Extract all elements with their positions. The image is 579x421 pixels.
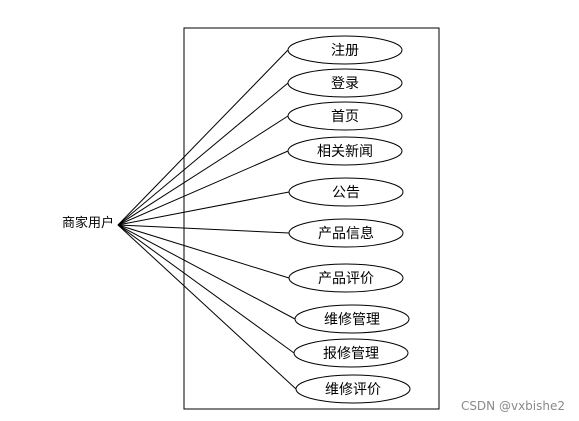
use-case-ellipse bbox=[288, 177, 404, 207]
use-case-label: 产品信息 bbox=[318, 225, 374, 242]
use-case-label: 维修管理 bbox=[324, 312, 380, 328]
association-line bbox=[117, 224, 295, 354]
use-case: 维修评价 bbox=[295, 374, 411, 404]
use-case: 产品信息 bbox=[288, 218, 404, 248]
association-line bbox=[117, 191, 290, 226]
use-case-label: 登录 bbox=[331, 76, 359, 92]
system-boundary bbox=[183, 27, 440, 410]
use-case-label: 产品评价 bbox=[318, 271, 374, 287]
watermark: CSDN @vxbishe2 bbox=[460, 399, 565, 413]
association-line bbox=[117, 224, 290, 279]
use-case: 公告 bbox=[288, 177, 404, 207]
use-case: 报修管理 bbox=[293, 338, 409, 368]
use-case: 维修管理 bbox=[294, 304, 410, 334]
association-line bbox=[117, 150, 289, 226]
actor-label: 商家用户 bbox=[62, 215, 114, 231]
use-case-ellipse bbox=[293, 338, 409, 368]
use-case-ellipse bbox=[287, 68, 403, 98]
use-case: 相关新闻 bbox=[287, 136, 403, 166]
use-case-ellipse bbox=[288, 263, 404, 293]
use-case-label: 公告 bbox=[332, 185, 360, 201]
use-case-label: 首页 bbox=[331, 109, 359, 125]
association-line bbox=[117, 224, 296, 320]
use-case-ellipse bbox=[295, 374, 411, 404]
use-case-ellipse bbox=[294, 304, 410, 334]
use-case-label: 维修评价 bbox=[325, 382, 381, 398]
association-line bbox=[117, 82, 289, 226]
use-case-ellipse bbox=[287, 101, 403, 131]
use-case: 注册 bbox=[287, 35, 403, 65]
association-line bbox=[117, 115, 289, 226]
association-lines bbox=[117, 49, 297, 390]
use-case: 产品评价 bbox=[288, 263, 404, 293]
use-case-ellipse bbox=[287, 35, 403, 65]
association-line bbox=[117, 224, 290, 234]
use-case: 登录 bbox=[287, 68, 403, 98]
association-line bbox=[117, 49, 289, 226]
use-case-label: 相关新闻 bbox=[317, 144, 373, 160]
association-line bbox=[117, 224, 297, 390]
use-case: 首页 bbox=[287, 101, 403, 131]
use-case-label: 注册 bbox=[331, 43, 359, 59]
use-case-ellipse bbox=[287, 136, 403, 166]
use-case-label: 报修管理 bbox=[323, 346, 379, 362]
use-case-ellipse bbox=[288, 218, 404, 248]
